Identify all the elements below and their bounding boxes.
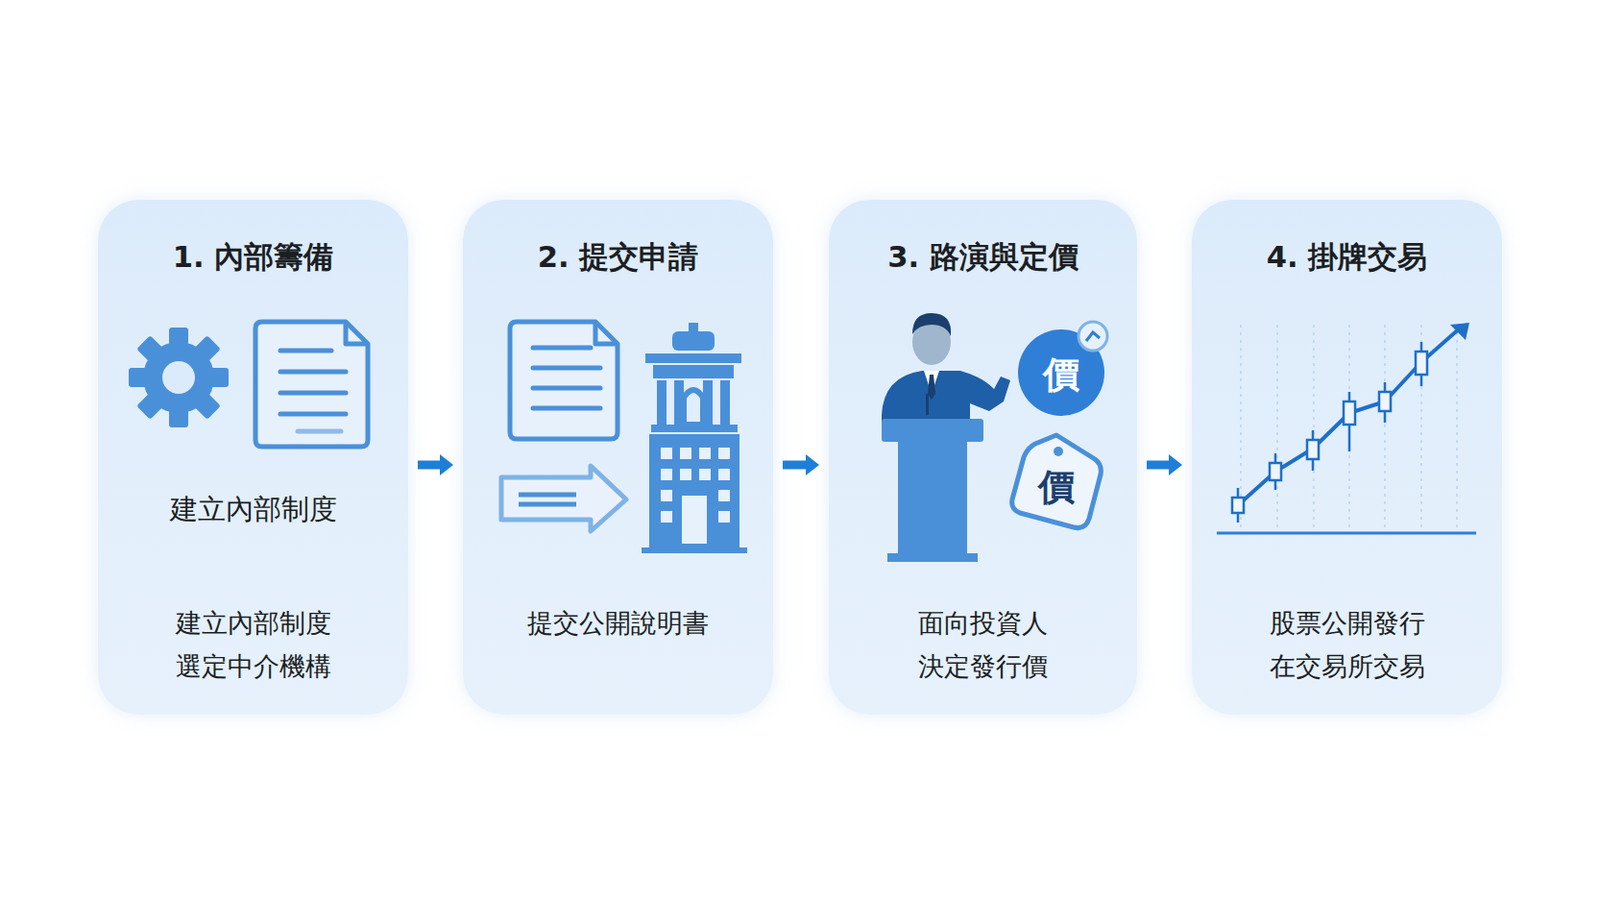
step-title: 3. 路演與定價	[828, 236, 1138, 279]
step-subtitle: 建立內部制度	[97, 487, 409, 531]
step-card: 1. 內部籌備建立內部制度建立內部制度 選定中介機構	[97, 199, 409, 715]
step-card: 4. 掛牌交易股票公開發行 在交易所交易	[1191, 199, 1503, 715]
flow-arrow	[1146, 454, 1183, 476]
price-badge-label: 價	[1042, 356, 1080, 393]
flow-arrow	[782, 454, 820, 476]
step-description: 建立內部制度 選定中介機構	[133, 601, 374, 688]
price-tag-label: 價	[1038, 468, 1075, 506]
step-card: 2. 提交申請提交公開說明書	[462, 199, 774, 715]
step-title: 4. 掛牌交易	[1191, 236, 1503, 279]
step-description: 面向投資人 決定發行價	[863, 601, 1104, 688]
step-card: 3. 路演與定價面向投資人 決定發行價	[828, 199, 1138, 715]
step-title: 2. 提交申請	[462, 236, 774, 279]
flow-arrow	[417, 454, 454, 476]
step-description: 提交公開說明書	[498, 601, 739, 645]
step-title: 1. 內部籌備	[97, 236, 409, 279]
step-description: 股票公開發行 在交易所交易	[1227, 601, 1468, 688]
